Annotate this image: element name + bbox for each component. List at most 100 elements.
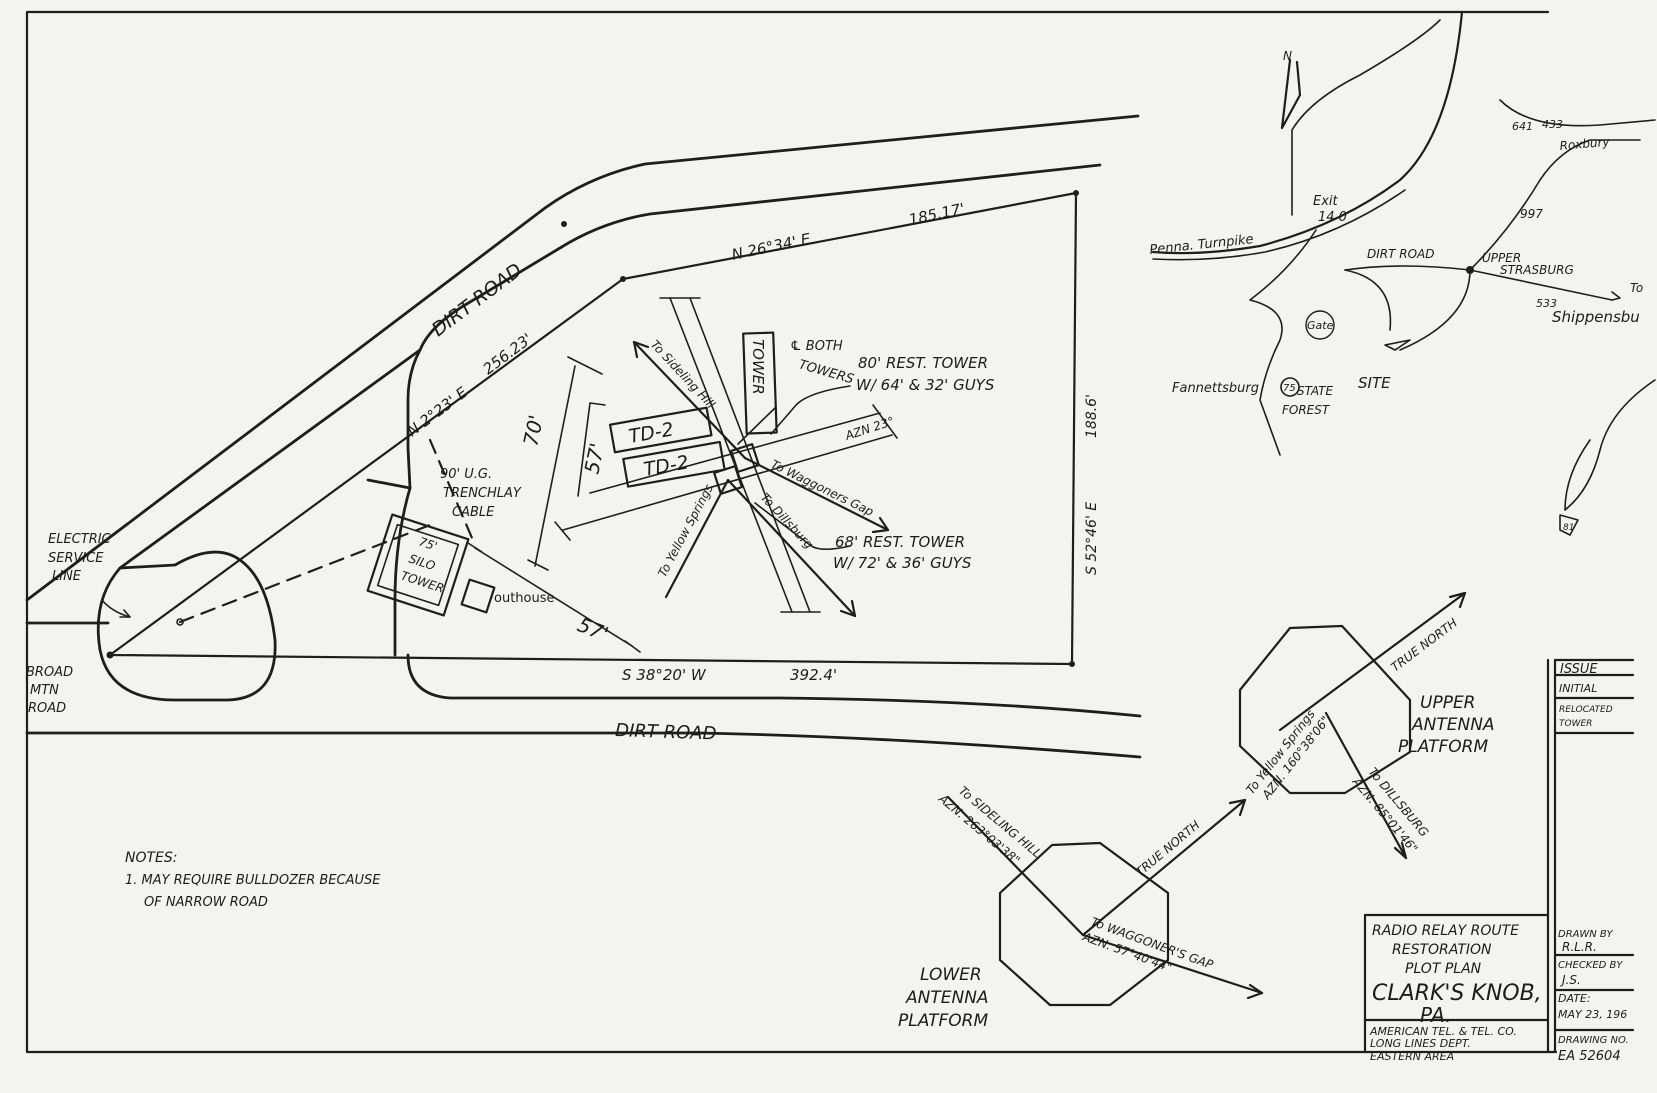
upper-platform-label-1: UPPER bbox=[1420, 693, 1476, 713]
notes-heading: NOTES: bbox=[125, 850, 178, 866]
to-yellow-springs: To Yellow Springs bbox=[655, 482, 716, 580]
bearing-s52: S 52°46' E bbox=[1084, 502, 1100, 575]
silo-label-1: 75' bbox=[417, 535, 439, 554]
drawing-no-label: DRAWING NO. bbox=[1558, 1035, 1629, 1046]
tower-building-label: TOWER bbox=[749, 339, 767, 395]
azn23: AZN 23° bbox=[843, 414, 896, 443]
length-392: 392.4' bbox=[790, 666, 837, 684]
route-433: 433 bbox=[1542, 118, 1563, 131]
broad-mtn-road-3: ROAD bbox=[28, 701, 66, 716]
route-533: 533 bbox=[1536, 297, 1557, 310]
map-dirt-road: DIRT ROAD bbox=[1367, 247, 1435, 261]
length-188: 188.6' bbox=[1084, 394, 1100, 438]
company-line-1: AMERICAN TEL. & TEL. CO. bbox=[1369, 1025, 1517, 1038]
lower-platform-outline bbox=[998, 841, 1170, 1007]
issue-row-3: TOWER bbox=[1559, 719, 1592, 729]
sheet-border bbox=[25, 10, 1558, 1054]
site-label: SITE bbox=[1358, 374, 1391, 392]
to-sideling-hill: To Sideling Hill bbox=[648, 337, 718, 411]
upper-platform-outline bbox=[1238, 624, 1412, 795]
title-block-text: RADIO RELAY ROUTE RESTORATION PLOT PLAN … bbox=[1369, 662, 1629, 1064]
dirt-road-bottom bbox=[25, 731, 1142, 759]
fannettsburg-label: Fannettsburg bbox=[1172, 381, 1259, 396]
shippensburg-label: Shippensbu bbox=[1552, 308, 1640, 326]
silo-tower bbox=[366, 513, 470, 617]
gate-label: Gate bbox=[1307, 319, 1334, 332]
lower-platform-label-2: ANTENNA bbox=[905, 988, 989, 1008]
drawing-no-value: EA 52604 bbox=[1558, 1049, 1621, 1064]
drawn-by-label: DRAWN BY bbox=[1558, 929, 1614, 940]
location-line-1: CLARK'S KNOB, bbox=[1372, 981, 1542, 1006]
route-997: 997 bbox=[1520, 207, 1543, 221]
to-label: To bbox=[1630, 281, 1643, 295]
road-label-bottom: DIRT ROAD bbox=[615, 720, 717, 745]
trench-label-3: CABLE bbox=[452, 505, 495, 520]
tower68-1: 68' REST. TOWER bbox=[835, 533, 965, 551]
length-256: 256.23' bbox=[480, 330, 536, 378]
route-641: 641 bbox=[1512, 120, 1533, 133]
title-line-1: RADIO RELAY ROUTE bbox=[1372, 923, 1519, 939]
state-forest-1: STATE bbox=[1297, 384, 1334, 398]
issue-row-2: RELOCATED bbox=[1559, 705, 1613, 715]
upper-strasburg-1: UPPER bbox=[1482, 251, 1521, 265]
dim-57-bottom: 57' bbox=[574, 612, 612, 646]
tower80-2: W/ 64' & 32' GUYS bbox=[856, 376, 995, 394]
company-line-2: LONG LINES DEPT. bbox=[1370, 1037, 1471, 1050]
lower-platform-label-1: LOWER bbox=[920, 965, 982, 985]
length-185: 185.17' bbox=[907, 200, 966, 229]
location-line-2: PA. bbox=[1420, 1003, 1451, 1027]
upper-platform-label-3: PLATFORM bbox=[1398, 737, 1488, 757]
state-forest-2: FOREST bbox=[1282, 403, 1331, 417]
both-towers-1: ℄ BOTH bbox=[790, 339, 843, 354]
silo-label-3: TOWER bbox=[399, 569, 446, 596]
antenna-platforms bbox=[946, 591, 1467, 1007]
outhouse bbox=[460, 578, 496, 614]
road-label-top: DIRT ROAD bbox=[428, 259, 527, 341]
checked-by-label: CHECKED BY bbox=[1558, 960, 1623, 971]
trench-label-1: 90' U.G. bbox=[440, 467, 492, 482]
date-label: DATE: bbox=[1558, 992, 1591, 1005]
dim-57-left: 57' bbox=[579, 441, 609, 476]
trench-label-2: TRENCHLAY bbox=[443, 486, 522, 501]
exit-label: Exit bbox=[1313, 194, 1339, 209]
company-line-3: EASTERN AREA bbox=[1370, 1050, 1454, 1063]
route-75: 75 bbox=[1283, 383, 1296, 394]
bearing-s38: S 38°20' W bbox=[622, 666, 707, 684]
notes-line-1: 1. MAY REQUIRE BULLDOZER BECAUSE bbox=[125, 873, 381, 888]
date-value: MAY 23, 196 bbox=[1558, 1008, 1627, 1021]
bearing-n26: N 26°34' E bbox=[730, 230, 813, 264]
tower-68ft bbox=[713, 465, 743, 495]
upper-strasburg-2: STRASBURG bbox=[1500, 263, 1574, 277]
tower-building bbox=[742, 331, 778, 435]
title-line-2: RESTORATION bbox=[1392, 942, 1492, 958]
checked-by-value: J.S. bbox=[1560, 973, 1581, 987]
dirt-road-lower-edge bbox=[118, 348, 422, 570]
silo-label-2: SILO bbox=[407, 552, 437, 574]
notes-line-2: OF NARROW ROAD bbox=[144, 895, 268, 910]
broad-mtn-road-1: BROAD bbox=[26, 665, 73, 680]
electric-service-1: ELECTRIC bbox=[48, 532, 112, 547]
true-north-lower: TRUE NORTH bbox=[1133, 818, 1202, 879]
cul-de-sac bbox=[96, 550, 277, 702]
turnpike-label: Penna. Turnpike bbox=[1149, 232, 1254, 258]
title-line-3: PLOT PLAN bbox=[1405, 961, 1482, 977]
plot-plan bbox=[25, 114, 1142, 759]
electric-service-3: LINE bbox=[52, 569, 82, 584]
notes: NOTES: 1. MAY REQUIRE BULLDOZER BECAUSE … bbox=[125, 850, 381, 910]
exit-number: 14 0 bbox=[1318, 210, 1347, 225]
upper-platform-label-2: ANTENNA bbox=[1411, 715, 1495, 735]
tower68-2: W/ 72' & 36' GUYS bbox=[833, 554, 972, 572]
bearing-n2: N 2°23' E bbox=[404, 383, 472, 440]
location-map bbox=[1151, 10, 1656, 536]
broad-mtn-road-2: MTN bbox=[30, 683, 59, 698]
tower-80ft bbox=[730, 443, 760, 473]
dim-70: 70' bbox=[518, 413, 548, 448]
issue-header: ISSUE bbox=[1560, 662, 1598, 677]
route-81: 81 bbox=[1563, 523, 1574, 533]
outhouse-label: outhouse bbox=[494, 591, 555, 606]
electric-service-2: SERVICE bbox=[48, 551, 104, 566]
both-towers-2: TOWERS bbox=[797, 357, 855, 387]
lower-platform-label-3: PLATFORM bbox=[898, 1011, 988, 1031]
issue-row-1: INITIAL bbox=[1559, 682, 1597, 695]
